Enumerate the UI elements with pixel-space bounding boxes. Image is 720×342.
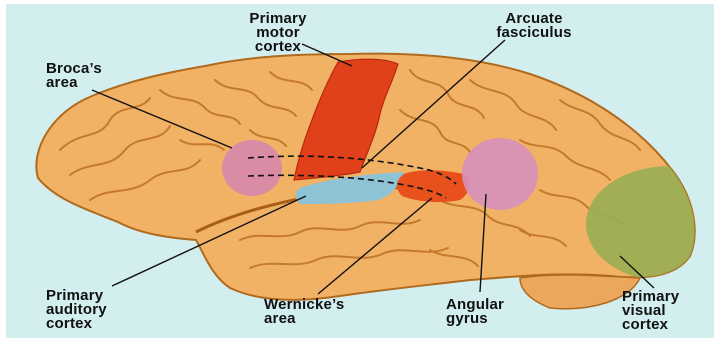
primary-auditory-cortex-label: Primary auditory cortex <box>46 289 136 331</box>
primary-motor-cortex-label: Primary motor cortex <box>236 12 320 54</box>
brocas-area-region <box>222 140 282 196</box>
angular-gyrus-label: Angular gyrus <box>446 298 526 326</box>
angular-gyrus-region <box>462 138 538 210</box>
brocas-area-label: Broca’s area <box>46 62 136 90</box>
primary-visual-cortex-label: Primary visual cortex <box>622 290 702 332</box>
arcuate-fasciculus-label: Arcuate fasciculus <box>486 12 582 40</box>
wernickes-area-label: Wernicke’s area <box>264 298 364 326</box>
